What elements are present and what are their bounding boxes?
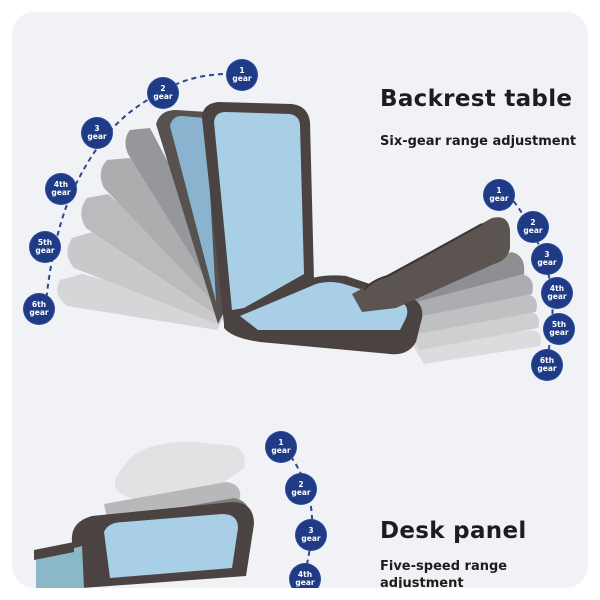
desk-subtitle-line-2: adjustment	[380, 576, 464, 588]
backrest-ghost-positions	[57, 128, 232, 330]
chair-backrest-illustration	[45, 72, 554, 364]
desk-subtitle: Five-speed range adjustment	[380, 558, 507, 588]
backrest-subtitle: Six-gear range adjustment	[380, 134, 577, 149]
desk-subtitle-line-1: Five-speed range	[380, 559, 508, 574]
legrest-cushion	[352, 217, 510, 312]
backrest-title: Backrest table	[380, 86, 573, 112]
desk-panel-illustration	[34, 441, 314, 588]
desk-title: Desk panel	[380, 518, 527, 544]
